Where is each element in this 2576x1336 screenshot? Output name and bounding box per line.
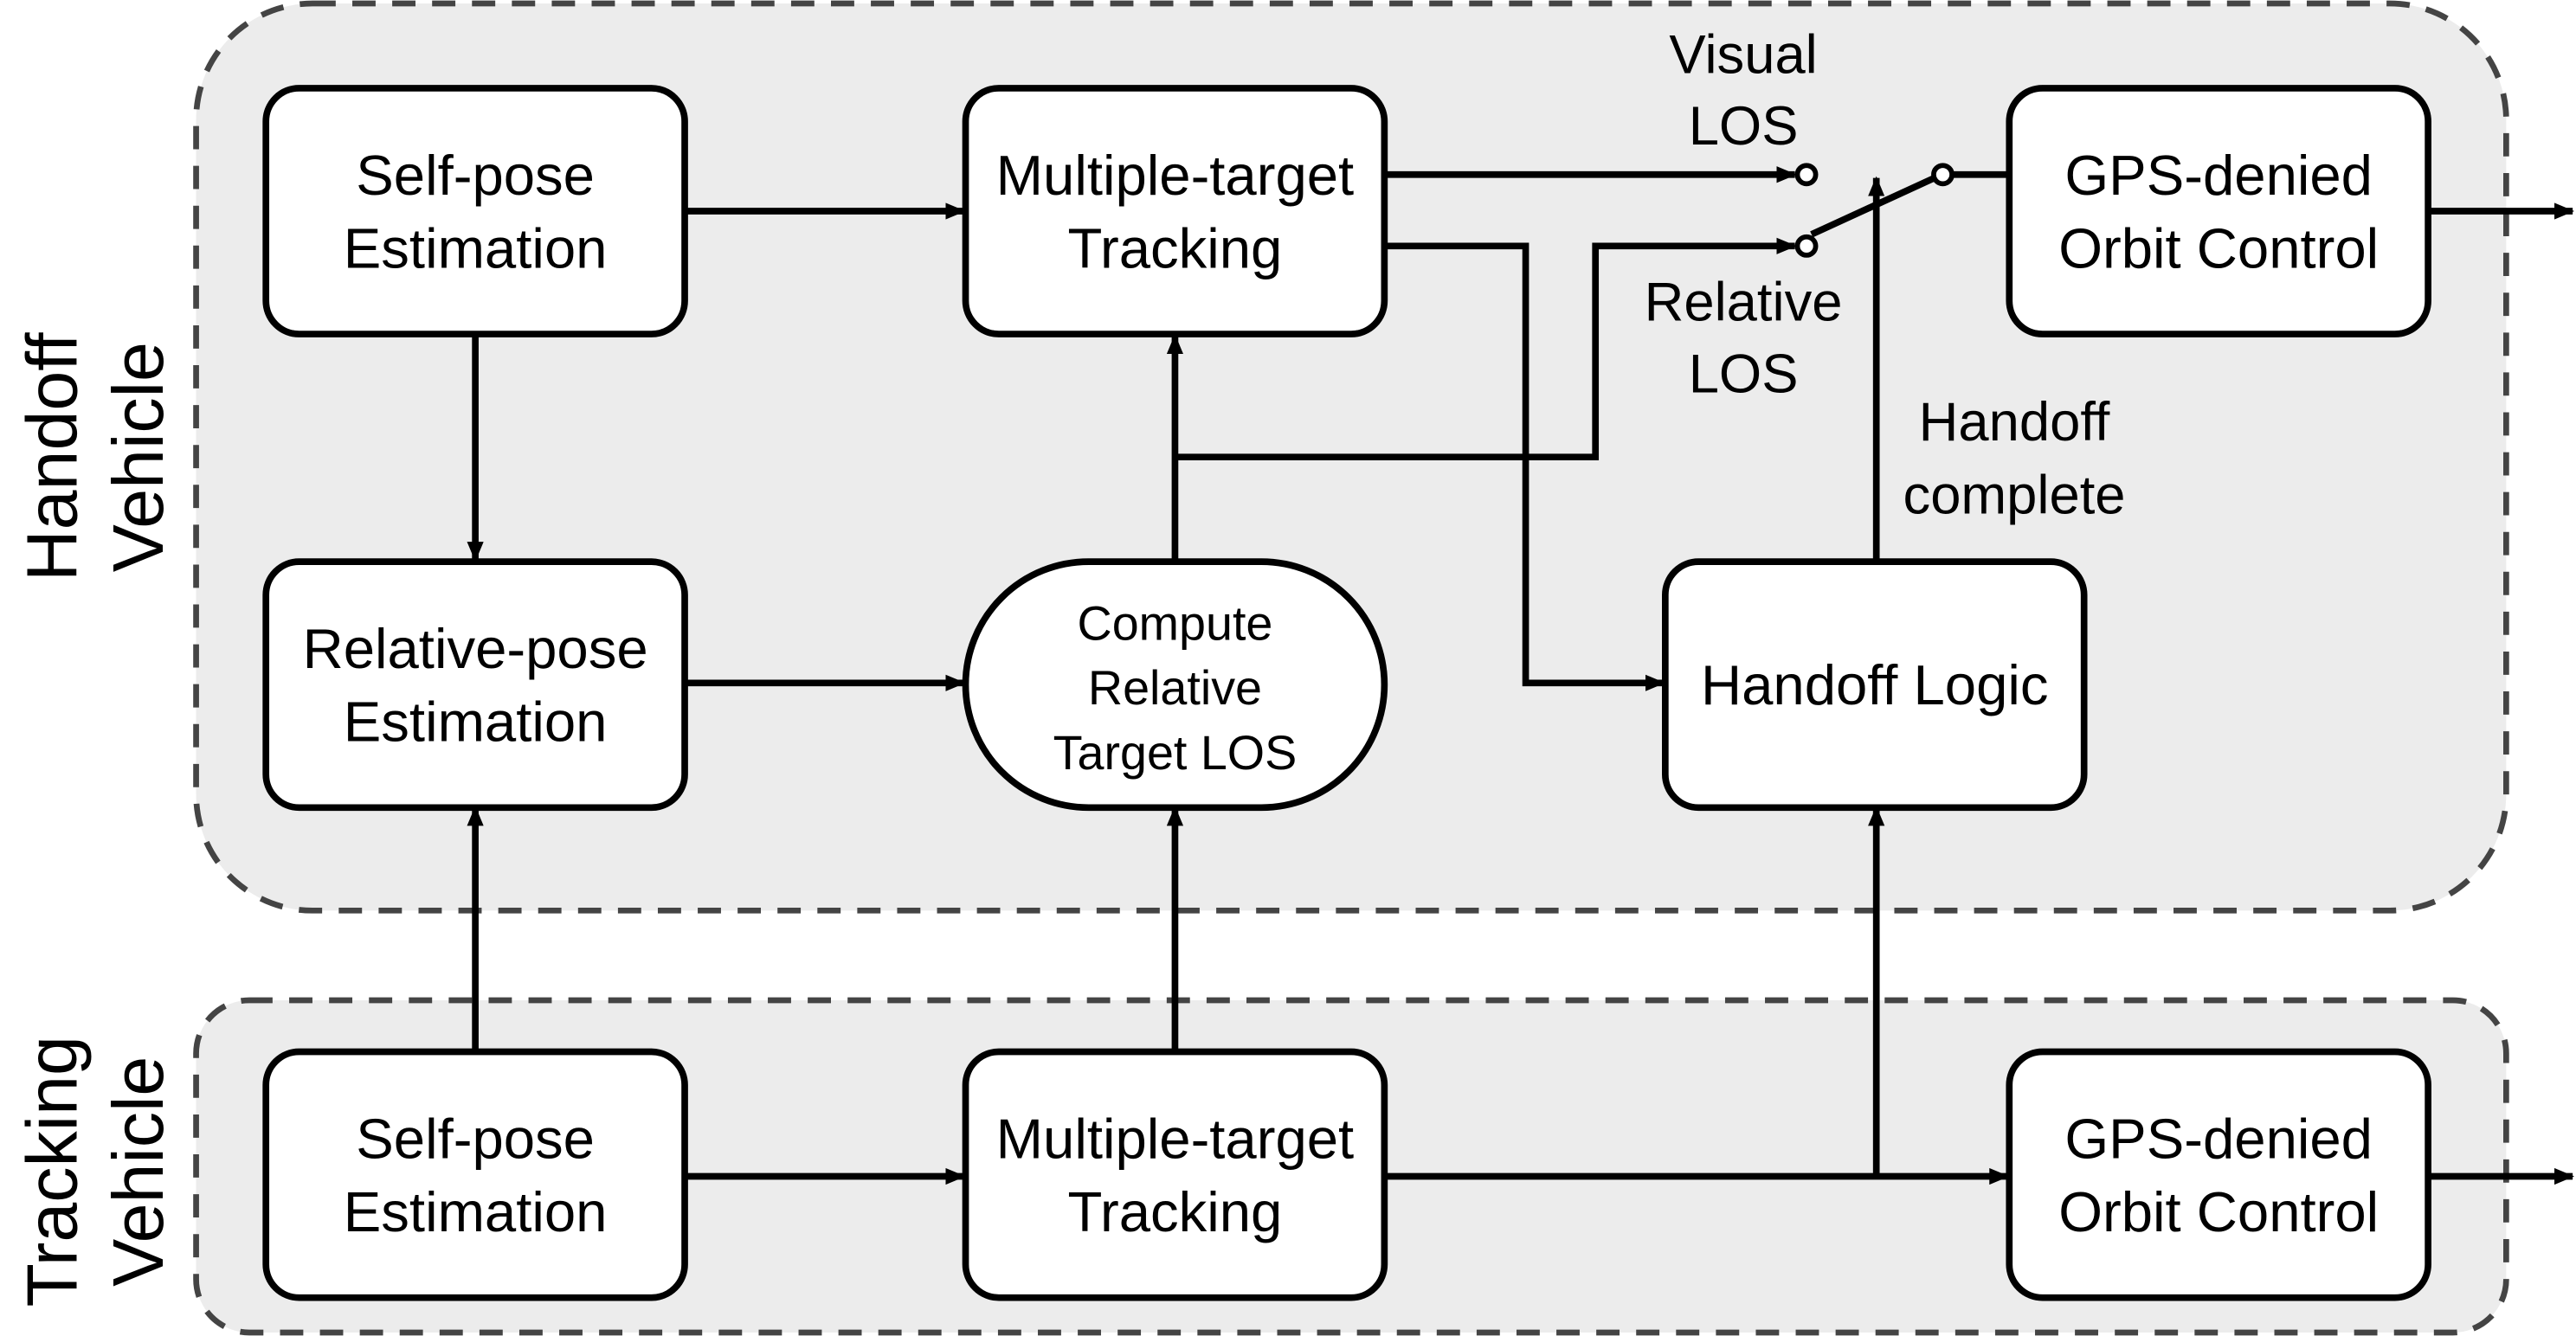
switch-blade [1810,175,1936,238]
visual-los-line2: LOS [1689,96,1799,157]
handoff-complete-line2: complete [1903,465,2126,525]
tracking-orbit-line2: Orbit Control [2058,1180,2379,1243]
tracking-orbit-control-block: GPS-denied Orbit Control [2006,1048,2431,1301]
compute-los-line1: Compute [1077,596,1272,650]
handoff-mtt-block: Multiple-target Tracking [962,85,1388,337]
switch-contact-relative-los [1794,234,1819,258]
tracking-vehicle-label-line1: Tracking [12,1036,92,1307]
tracking-vehicle-label-line2: Vehicle [99,1057,178,1287]
visual-los-line1: Visual [1669,25,1817,86]
tracking-orbit-line1: GPS-denied [2064,1107,2373,1170]
handoff-self-pose-line2: Estimation [344,216,608,279]
tracking-mtt-line1: Multiple-target [996,1107,1355,1170]
compute-los-line3: Target LOS [1053,726,1298,780]
handoff-vehicle-label-line1: Handoff [12,331,92,581]
handoff-logic-label: Handoff Logic [1701,653,2049,716]
switch-contact-visual-los [1794,163,1819,187]
relative-pose-line1: Relative-pose [303,617,648,680]
handoff-mtt-line2: Tracking [1068,216,1283,279]
handoff-mtt-line1: Multiple-target [996,144,1355,207]
switch-pivot [1931,163,1955,187]
tracking-self-pose-block: Self-pose Estimation [262,1048,688,1301]
handoff-orbit-control-block: GPS-denied Orbit Control [2006,85,2431,337]
relative-pose-line2: Estimation [344,690,608,753]
handoff-orbit-line1: GPS-denied [2064,144,2373,207]
compute-los-line2: Relative [1088,661,1262,715]
relative-los-line2: LOS [1689,344,1799,404]
handoff-self-pose-block: Self-pose Estimation [262,85,688,337]
connectors [467,166,2575,1185]
relative-pose-block: Relative-pose Estimation [262,558,688,812]
tracking-mtt-line2: Tracking [1068,1180,1283,1243]
edge-compute-to-relative-los [1175,237,1797,460]
compute-relative-los-block: Compute Relative Target LOS [962,558,1388,812]
relative-los-line1: Relative [1645,273,1843,333]
handoff-vehicle-label-line2: Vehicle [99,342,178,572]
handoff-complete-annotation: Handoff complete [1903,392,2126,525]
handoff-logic-block: Handoff Logic [1661,558,2088,812]
handoff-vehicle-label: Handoff Vehicle [12,331,178,581]
handoff-self-pose-line1: Self-pose [356,144,595,207]
edge-mtt-to-handoff-logic [1384,242,1665,691]
tracking-vehicle-label: Tracking Vehicle [12,1036,178,1307]
handoff-orbit-line2: Orbit Control [2058,216,2379,279]
tracking-self-pose-line2: Estimation [344,1180,608,1243]
handoff-complete-line1: Handoff [1919,392,2110,453]
tracking-mtt-block: Multiple-target Tracking [962,1048,1388,1301]
relative-los-annotation: Relative LOS [1645,273,1843,405]
visual-los-annotation: Visual LOS [1669,25,1817,157]
tracking-self-pose-line1: Self-pose [356,1107,595,1170]
